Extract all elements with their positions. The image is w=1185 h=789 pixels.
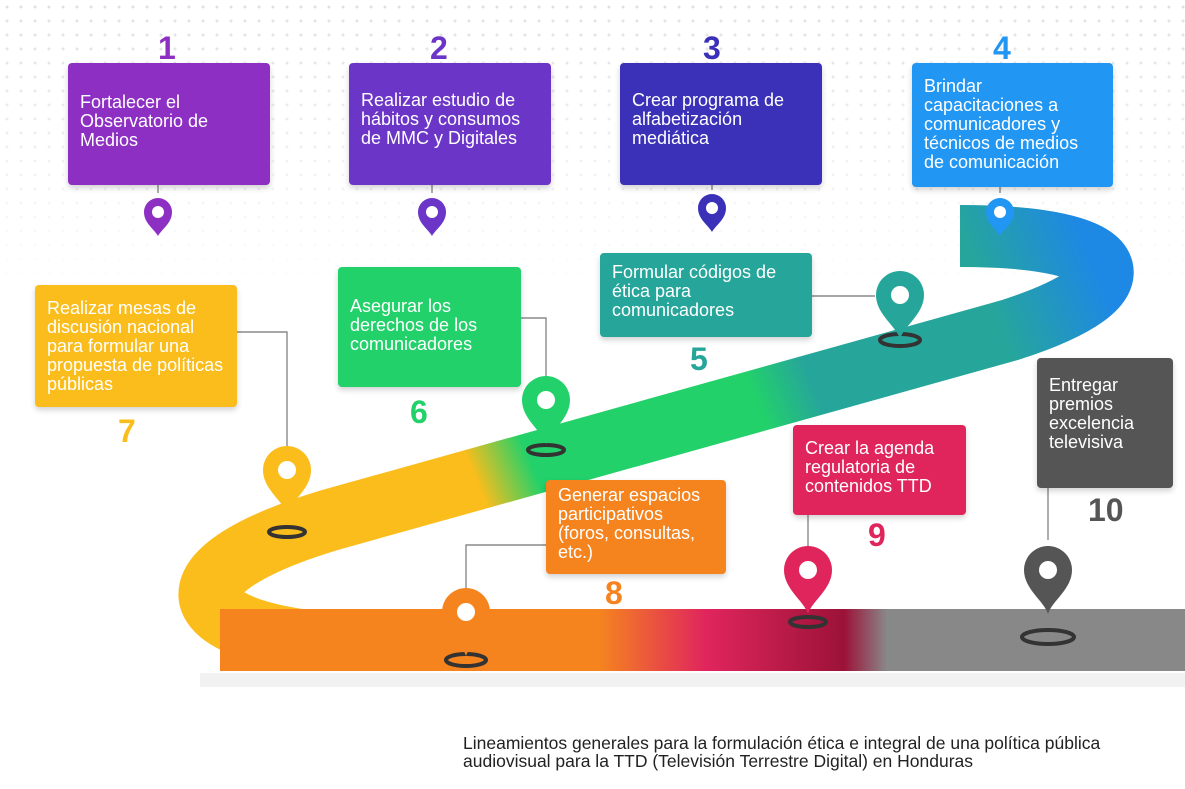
map-pin-icon-2 bbox=[418, 198, 446, 236]
step-box-5: Formular códigos de ética para comunicad… bbox=[600, 253, 812, 337]
map-pin-icon-10 bbox=[1024, 546, 1072, 614]
map-pin-icon-5 bbox=[876, 271, 924, 339]
step-box-6: Asegurar los derechos de los comunicador… bbox=[338, 267, 521, 387]
step-text-8: Generar espacios participativos (foros, … bbox=[558, 485, 701, 562]
map-pin-icon-4 bbox=[986, 198, 1014, 236]
step-box-4: Brindar capacitaciones a comunicadores y… bbox=[912, 63, 1113, 187]
ground-ring-9 bbox=[788, 615, 828, 629]
step-text-2: Realizar estudio de hábitos y consumos d… bbox=[361, 90, 521, 148]
step-box-7: Realizar mesas de discusión nacional par… bbox=[35, 285, 237, 407]
step-box-3: Crear programa de alfabetización mediáti… bbox=[620, 63, 822, 185]
step-number-5: 5 bbox=[690, 341, 708, 377]
map-pin-icon-9 bbox=[784, 546, 832, 614]
step-text-6: Asegurar los derechos de los comunicador… bbox=[350, 296, 478, 354]
step-number-1: 1 bbox=[158, 30, 176, 66]
step-text-5: Formular códigos de ética para comunicad… bbox=[612, 262, 777, 320]
step-number-2: 2 bbox=[430, 30, 448, 66]
ground-ring-10 bbox=[1020, 628, 1076, 646]
footer-caption: Lineamientos generales para la formulaci… bbox=[463, 734, 1183, 770]
connector-line-6 bbox=[521, 317, 547, 380]
step-text-3: Crear programa de alfabetización mediáti… bbox=[632, 90, 785, 148]
step-number-8: 8 bbox=[605, 575, 623, 611]
step-box-8: Generar espacios participativos (foros, … bbox=[546, 480, 726, 574]
step-text-10: Entregar premios excelencia televisiva bbox=[1049, 375, 1135, 452]
map-pin-icon-7 bbox=[263, 446, 311, 514]
step-text-9: Crear la agenda regulatoria de contenido… bbox=[805, 438, 935, 496]
map-pin-icon-6 bbox=[522, 376, 570, 444]
step-number-9: 9 bbox=[868, 517, 886, 553]
footer-text: Lineamientos generales para la formulaci… bbox=[463, 733, 1101, 771]
ground-ring-7 bbox=[267, 525, 307, 539]
step-number-6: 6 bbox=[410, 394, 428, 430]
step-number-4: 4 bbox=[993, 30, 1011, 66]
step-box-1: Fortalecer el Observatorio de Medios bbox=[68, 63, 270, 185]
step-box-10: Entregar premios excelencia televisiva bbox=[1037, 358, 1173, 488]
connector-line-7 bbox=[237, 331, 288, 448]
step-number-10: 10 bbox=[1088, 492, 1124, 528]
step-box-9: Crear la agenda regulatoria de contenido… bbox=[793, 425, 966, 515]
step-text-7: Realizar mesas de discusión nacional par… bbox=[47, 298, 224, 394]
step-box-2: Realizar estudio de hábitos y consumos d… bbox=[349, 63, 551, 185]
map-pin-icon-3 bbox=[698, 194, 726, 232]
map-pin-icon-8 bbox=[442, 588, 490, 656]
step-text-4: Brindar capacitaciones a comunicadores y… bbox=[924, 76, 1079, 172]
connector-line-8 bbox=[465, 544, 546, 590]
step-text-1: Fortalecer el Observatorio de Medios bbox=[80, 92, 209, 150]
step-number-7: 7 bbox=[118, 413, 136, 449]
ground-ring-6 bbox=[526, 443, 566, 457]
map-pin-icon-1 bbox=[144, 198, 172, 236]
step-number-3: 3 bbox=[703, 30, 721, 66]
